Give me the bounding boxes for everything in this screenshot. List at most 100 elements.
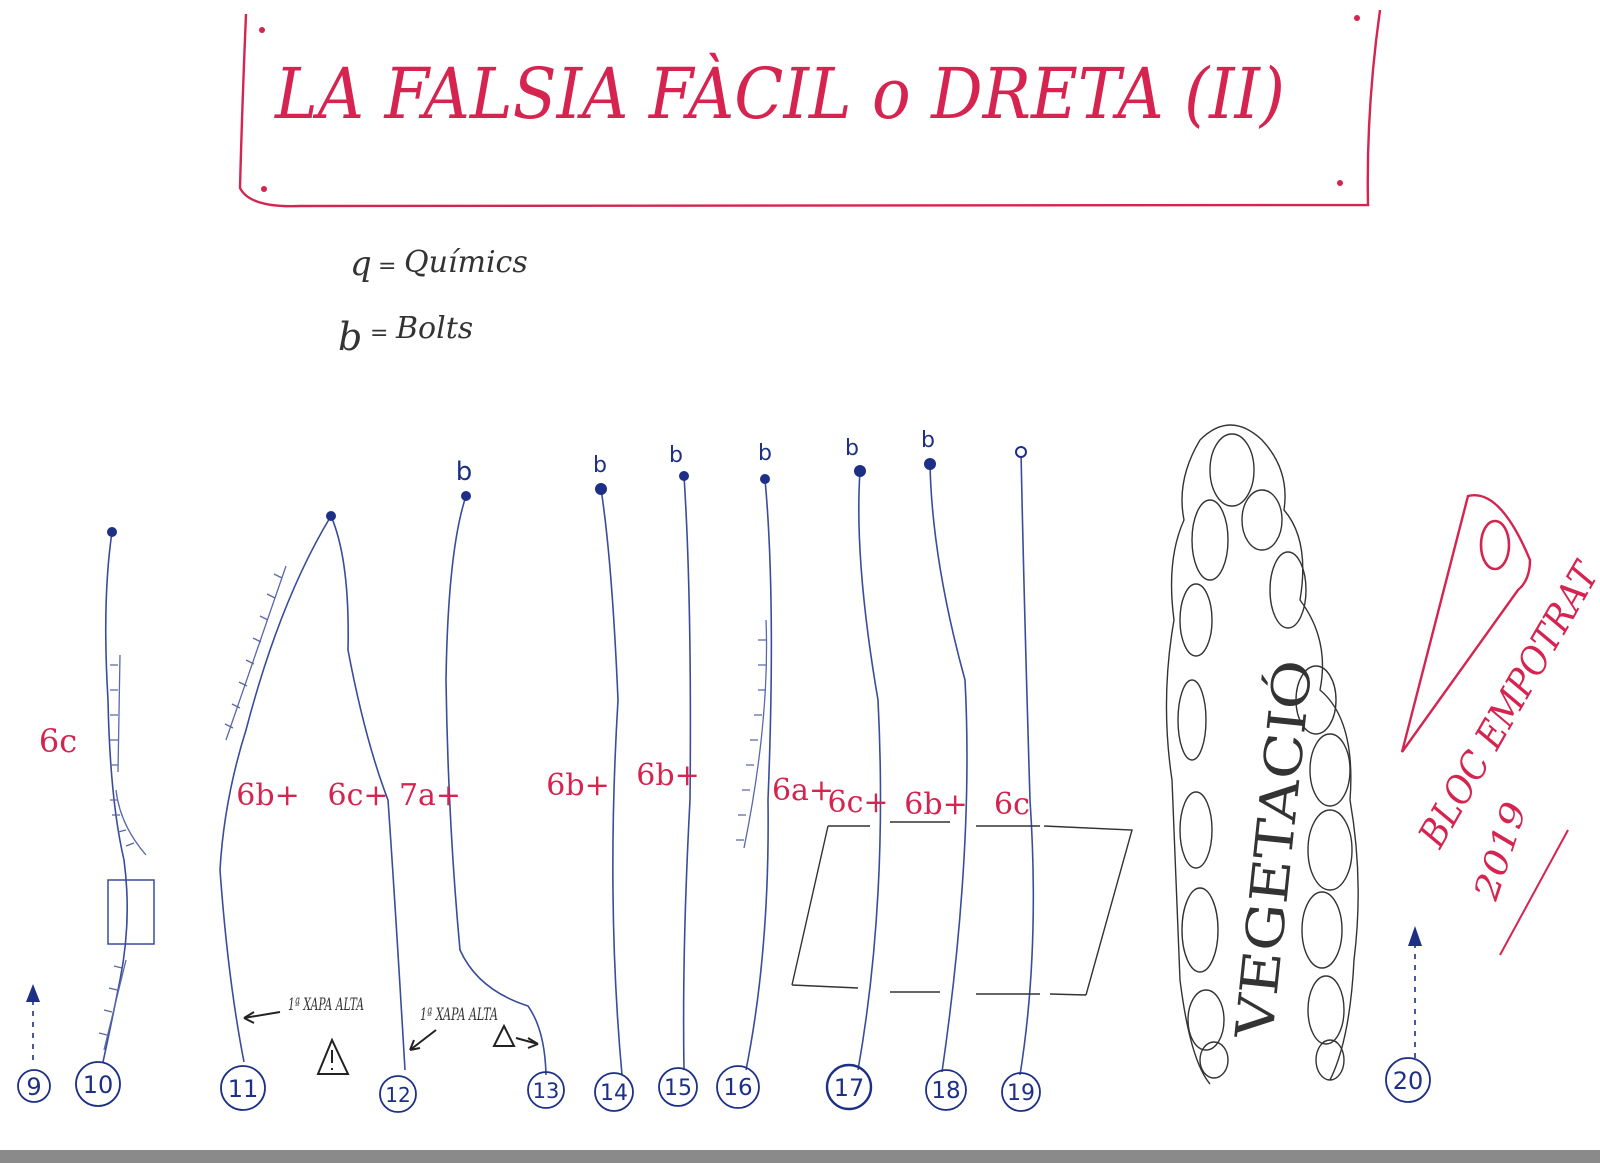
route-number-label: 9 — [26, 1073, 41, 1101]
anchor-19 — [1015, 446, 1027, 458]
route-line-15 — [682, 475, 692, 1071]
anchor-14 — [595, 483, 607, 495]
pointer-shape — [1400, 494, 1532, 753]
hatch-line-10b — [110, 789, 147, 856]
legend-symbol-b: b — [338, 315, 362, 359]
route-line-18 — [929, 463, 968, 1073]
route-number-13: 13 — [527, 1071, 565, 1109]
route-number-label: 12 — [385, 1083, 410, 1107]
route-number-label: 16 — [723, 1075, 752, 1101]
route-lines — [102, 451, 1035, 1076]
anchor-11-12 — [326, 511, 336, 521]
scan-edge — [0, 1150, 1600, 1163]
route-number-label: 11 — [228, 1075, 259, 1103]
route-number-label: 20 — [1393, 1067, 1424, 1095]
embedded-block: BLOC EMPOTRAT 2019 — [1400, 494, 1600, 956]
vegetation-label: VEGETACIÓ — [1223, 657, 1325, 1043]
route-number-20: 20 — [1385, 1057, 1431, 1103]
anchor-type-labels: b b b b b b — [456, 428, 935, 487]
route-line-14 — [600, 488, 623, 1076]
grade-18: 6b+ — [904, 787, 967, 822]
grade-19: 6c — [994, 787, 1030, 822]
route-line-17 — [857, 470, 882, 1071]
frame-pin — [1354, 15, 1360, 21]
route-numbers: 9 10 11 12 13 14 15 16 — [17, 1057, 1431, 1113]
grade-17: 6c+ — [827, 785, 888, 820]
arrow-up-icon — [26, 984, 40, 1002]
ledge-outline — [791, 821, 1133, 996]
route-number-15: 15 — [658, 1067, 698, 1107]
route-number-11: 11 — [220, 1065, 266, 1111]
anchor-18 — [924, 458, 936, 470]
hatch-line-10c — [98, 959, 127, 1051]
route-number-label: 18 — [931, 1078, 960, 1104]
route-number-16: 16 — [716, 1065, 760, 1109]
vegetation-zone: VEGETACIÓ — [1165, 424, 1359, 1085]
vegetation-outline — [1165, 424, 1359, 1085]
anchor-17 — [854, 465, 866, 477]
warning-triangle-icon — [492, 1023, 516, 1047]
note-first-bolt-high-11: 1ª XAPA ALTA — [288, 995, 364, 1015]
route-number-18: 18 — [925, 1069, 967, 1111]
frame-pin — [1337, 180, 1343, 186]
anchor-type-16: b — [758, 441, 772, 466]
route-number-label: 13 — [533, 1079, 560, 1103]
arrow-icon — [409, 1029, 437, 1051]
block-feature-10 — [107, 879, 155, 945]
grade-10: 6c — [39, 722, 77, 760]
first-bolt-notes: 1ª XAPA ALTA 1ª XAPA ALTA — [243, 995, 539, 1075]
block-year: 2019 — [1466, 797, 1535, 906]
pointer-hole — [1479, 519, 1511, 571]
frame-pin — [259, 27, 265, 33]
route-number-14: 14 — [594, 1072, 634, 1112]
route-line-13 — [445, 495, 547, 1076]
route-grades: 6c 6b+ 6c+ 7a+ 6b+ 6b+ 6a+ 6c+ 6b+ 6c — [39, 722, 1030, 822]
route-line-10 — [102, 531, 128, 1063]
anchor-type-13: b — [456, 457, 473, 487]
route-number-label: 10 — [83, 1071, 114, 1099]
frame-pin — [261, 186, 267, 192]
route-number-label: 14 — [600, 1081, 628, 1106]
route-line-16 — [745, 478, 773, 1071]
legend-equals: = — [378, 254, 396, 279]
grade-13: 7a+ — [399, 778, 461, 813]
margin-stroke — [1499, 829, 1569, 956]
legend-equals: = — [370, 321, 388, 346]
grade-12: 6c+ — [327, 778, 388, 813]
route-line-12 — [330, 515, 406, 1071]
hatch-line-16 — [736, 619, 768, 849]
title-frame — [238, 9, 1382, 208]
grade-16: 6a+ — [772, 773, 834, 808]
route-number-19: 19 — [1001, 1072, 1041, 1112]
legend-label-quimics: Químics — [404, 245, 528, 280]
arrow-up-icon — [1408, 926, 1422, 946]
anchor-10 — [107, 527, 117, 537]
anchor-15 — [679, 471, 689, 481]
legend-symbol-q: q — [350, 244, 372, 284]
grade-14: 6b+ — [546, 768, 609, 803]
legend-label-bolts: Bolts — [395, 311, 473, 346]
route-number-label: 17 — [834, 1074, 865, 1102]
warning-triangle-icon — [316, 1037, 350, 1075]
anchors — [107, 446, 1027, 537]
page-title: LA FALSIA FÀCIL o DRETA (II) — [273, 53, 1285, 135]
route-number-17: 17 — [825, 1063, 873, 1111]
anchor-13 — [461, 491, 471, 501]
wall-hatching — [98, 565, 768, 1051]
anchor-type-15: b — [669, 443, 683, 468]
direction-arrows — [26, 926, 1422, 1060]
anchor-type-14: b — [593, 453, 607, 478]
grade-11: 6b+ — [236, 778, 299, 813]
hatch-line-11 — [224, 565, 287, 741]
route-number-label: 19 — [1007, 1081, 1035, 1106]
route-number-9: 9 — [17, 1069, 51, 1103]
route-number-12: 12 — [379, 1075, 417, 1113]
route-line-19 — [1019, 451, 1035, 1076]
legend: q = Químics b = Bolts — [338, 244, 528, 359]
anchor-type-18: b — [921, 428, 935, 453]
arrow-icon — [515, 1037, 539, 1049]
route-line-11 — [219, 515, 332, 1063]
note-first-bolt-high-13: 1ª XAPA ALTA — [420, 1005, 498, 1025]
anchor-16 — [760, 474, 770, 484]
